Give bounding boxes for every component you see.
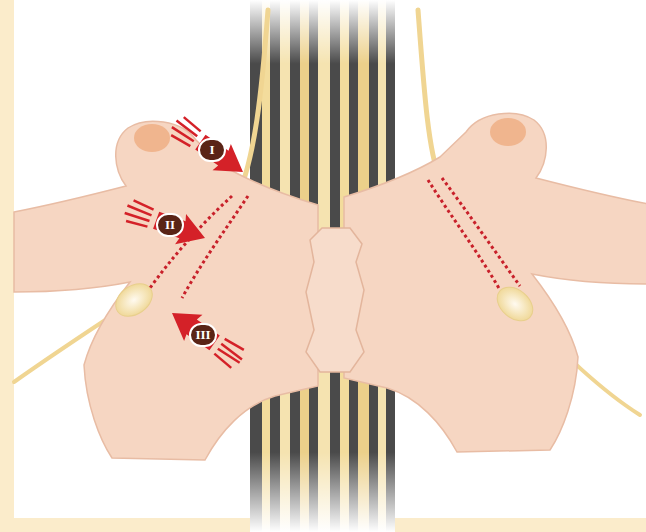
- arrow-II: [121, 194, 211, 253]
- facet-joint: [490, 118, 526, 146]
- callout-number: III: [189, 323, 217, 347]
- facet-joint: [134, 124, 170, 152]
- dotted-line: [150, 178, 520, 298]
- vertebra: [14, 113, 646, 460]
- spinous-process: [306, 228, 364, 372]
- frame-strip: [0, 0, 14, 532]
- arrow-I: [165, 111, 252, 185]
- callout-number: II: [156, 213, 184, 237]
- arrow-III: [163, 300, 250, 374]
- ganglion: [110, 277, 159, 323]
- callout-number: I: [198, 138, 226, 162]
